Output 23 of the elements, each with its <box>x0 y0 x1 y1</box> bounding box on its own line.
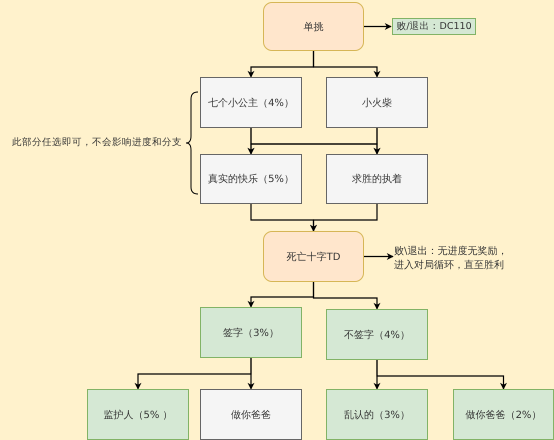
process-box: 做你爸爸（2%） <box>453 389 554 440</box>
process-box: 真实的快乐（5%） <box>200 154 302 204</box>
arrow <box>376 360 507 390</box>
start-box: 单挑 <box>263 2 364 51</box>
process-box: 求胜的执着 <box>326 154 428 204</box>
process-box: 签字（3%） <box>200 307 302 358</box>
process-box: 乱认的（3%） <box>326 389 428 440</box>
arrow <box>312 51 380 78</box>
arrow <box>374 128 380 155</box>
process-box: 做你爸爸 <box>200 389 302 440</box>
arrow <box>364 23 392 30</box>
process-box: 监护人（5% ） <box>87 389 189 440</box>
process-box: 死亡十字TD <box>263 231 364 282</box>
annotation-text: 此部分任选即可，不会影响进度和分支 <box>12 136 182 149</box>
process-box: 七个小公主（4%） <box>200 77 302 128</box>
process-box: 小火柴 <box>326 77 428 128</box>
exit-note: 败\退出：无进度无奖励，进入对局循环，直至胜利 <box>394 243 512 273</box>
process-box: 不签字（4%） <box>326 309 428 360</box>
arrow <box>364 253 394 260</box>
arrow <box>248 358 254 390</box>
arrow <box>310 204 378 232</box>
exit-label-box: 败/退出：DC110 <box>392 18 476 35</box>
arrow <box>312 282 380 310</box>
